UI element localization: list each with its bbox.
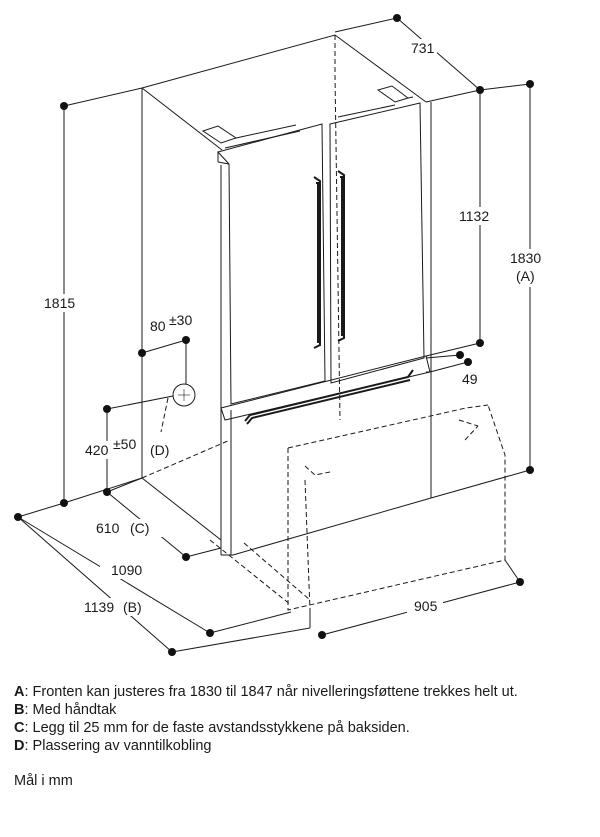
fridge-dimension-drawing: 731 1132 1830 (A) 1815 80 ±30 49 420 ±50…: [14, 14, 551, 656]
water-connection-icon: [172, 383, 196, 407]
label-water-offset-80: 80: [150, 318, 166, 334]
label-width-905: 905: [414, 598, 438, 614]
label-side-depth-610: 610: [96, 520, 120, 536]
label-water-height-420: 420: [85, 442, 109, 458]
label-side-depth-ref: (C): [130, 520, 149, 536]
label-height-1830-ref: (A): [516, 268, 535, 284]
fridge-body: [141, 34, 432, 556]
dimension-lines: [17, 17, 531, 653]
label-height-1132: 1132: [459, 208, 489, 224]
label-handle-depth-1139: 1139: [84, 599, 114, 615]
label-handle-depth-ref: (B): [123, 599, 142, 615]
label-water-height-tol: ±50: [113, 436, 136, 452]
hidden-lines: [141, 35, 506, 611]
note-d: D: Plassering av vanntilkobling: [14, 738, 212, 754]
label-height-1830: 1830: [510, 250, 541, 266]
units-note: Mål i mm: [14, 773, 73, 789]
label-height-1815: 1815: [44, 295, 75, 311]
label-depth-731: 731: [411, 40, 435, 56]
label-drawer-gap-49: 49: [462, 371, 478, 387]
note-b: B: Med håndtak: [14, 702, 117, 718]
label-water-ref-d: (D): [150, 442, 169, 458]
label-open-depth-1090: 1090: [111, 562, 142, 578]
dimension-labels: 731 1132 1830 (A) 1815 80 ±30 49 420 ±50…: [40, 39, 551, 616]
label-water-offset-tol: ±30: [169, 312, 192, 328]
door-handles: [244, 170, 414, 425]
note-c: C: Legg til 25 mm for de faste avstandss…: [14, 720, 410, 736]
note-a: A: Fronten kan justeres fra 1830 til 184…: [14, 684, 518, 700]
notes-list: A: Fronten kan justeres fra 1830 til 184…: [14, 683, 594, 755]
dimension-dots: [14, 14, 534, 656]
